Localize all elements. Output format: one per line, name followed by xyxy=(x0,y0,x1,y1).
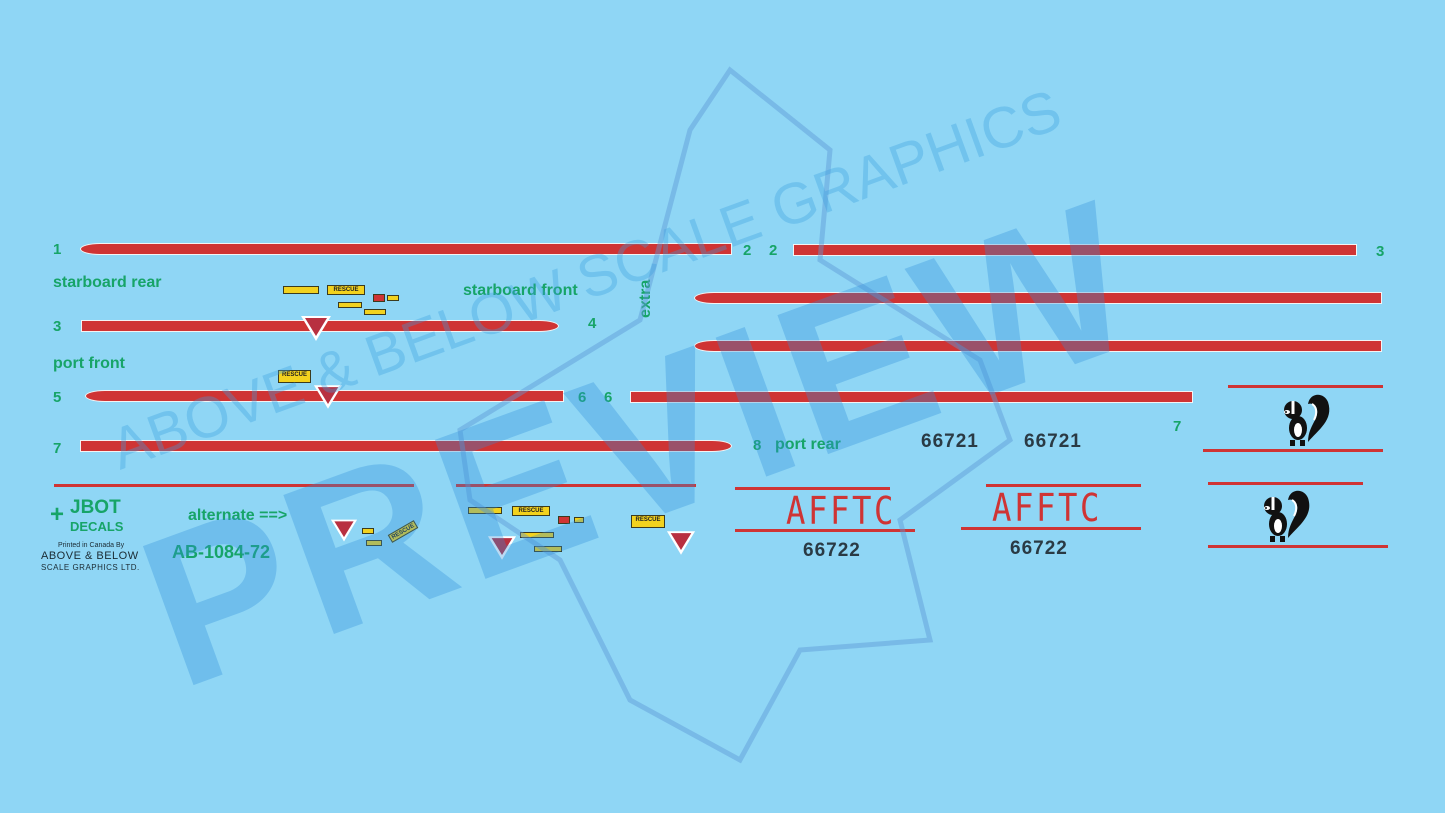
rescue-arrow-icon: RESCUE xyxy=(512,506,550,516)
rescue-arrow-icon: RESCUE xyxy=(387,520,419,543)
serial-66721-b: 66721 xyxy=(1024,431,1082,452)
marker-5: 5 xyxy=(53,389,62,406)
rule xyxy=(1228,385,1383,388)
warning-triangle-icon xyxy=(301,316,331,341)
marker-4: 4 xyxy=(588,315,597,332)
warning-triangle-icon xyxy=(330,519,358,542)
marker-2b: 2 xyxy=(769,242,778,259)
product-code: AB-1084-72 xyxy=(172,542,271,562)
logo-brand: JBOT xyxy=(70,497,121,518)
placard-small xyxy=(574,517,584,523)
placard-rescue: RESCUE xyxy=(631,515,665,528)
placard-red xyxy=(373,294,385,302)
rule xyxy=(456,484,696,487)
placard-rescue: RESCUE xyxy=(278,370,311,383)
serial-66721-a: 66721 xyxy=(921,431,979,452)
marker-1: 1 xyxy=(53,241,62,258)
serial-66722-a: 66722 xyxy=(803,540,861,561)
skunk-icon xyxy=(1264,490,1310,542)
rule xyxy=(54,484,414,487)
placard-small xyxy=(362,528,374,534)
placard-small xyxy=(338,302,362,308)
rule xyxy=(1203,449,1383,452)
watermark-line1: ABOVE & BELOW SCALE GRAPHICS xyxy=(102,77,1069,482)
warning-triangle-icon xyxy=(487,536,517,560)
placard-small xyxy=(387,295,399,301)
placard-small xyxy=(534,546,562,552)
stripe-extra-1 xyxy=(694,292,1382,304)
marker-2a: 2 xyxy=(743,242,752,259)
logo-printed: Printed in Canada By xyxy=(58,542,125,549)
marker-7b: 7 xyxy=(1173,418,1182,435)
stripe-7 xyxy=(80,440,732,452)
marker-8: 8 xyxy=(753,437,762,454)
rule xyxy=(735,487,890,490)
afftc-marking-b: AFFTC xyxy=(992,486,1102,530)
stripe-2 xyxy=(793,244,1357,256)
label-extra: extra xyxy=(637,279,654,318)
label-port-front: port front xyxy=(53,355,125,372)
label-port-rear: port rear xyxy=(775,436,841,453)
rule xyxy=(1208,545,1388,548)
label-starboard-rear: starboard rear xyxy=(53,274,162,291)
stripe-extra-2 xyxy=(694,340,1382,352)
warning-triangle-icon xyxy=(666,531,696,555)
marker-6b: 6 xyxy=(604,389,613,406)
maple-leaf-outline-icon xyxy=(457,66,1014,764)
placard-small xyxy=(283,286,319,294)
stripe-6 xyxy=(630,391,1193,403)
marker-3a: 3 xyxy=(53,318,62,335)
stripe-1 xyxy=(80,243,732,255)
logo-maker: ABOVE & BELOW xyxy=(41,550,139,562)
rule xyxy=(735,529,915,532)
label-starboard-front: starboard front xyxy=(463,282,578,299)
warning-triangle-icon xyxy=(313,385,343,409)
placard-small xyxy=(468,507,502,514)
logo-plus: + xyxy=(50,501,65,528)
rule xyxy=(961,527,1141,530)
placard-small xyxy=(366,540,382,546)
rule xyxy=(986,484,1141,487)
label-alternate: alternate ==> xyxy=(188,507,288,524)
placard-small xyxy=(520,532,554,538)
rule xyxy=(1208,482,1363,485)
marker-3b: 3 xyxy=(1376,243,1385,260)
placard-red xyxy=(558,516,570,524)
placard-small xyxy=(364,309,386,315)
marker-7a: 7 xyxy=(53,440,62,457)
logo-maker-sub: SCALE GRAPHICS LTD. xyxy=(41,563,140,572)
logo-brand-sub: DECALS xyxy=(70,519,124,534)
rescue-arrow-icon: RESCUE xyxy=(327,285,365,295)
afftc-marking-a: AFFTC xyxy=(786,489,896,533)
skunk-icon xyxy=(1284,394,1330,446)
serial-66722-b: 66722 xyxy=(1010,538,1068,559)
marker-6a: 6 xyxy=(578,389,587,406)
